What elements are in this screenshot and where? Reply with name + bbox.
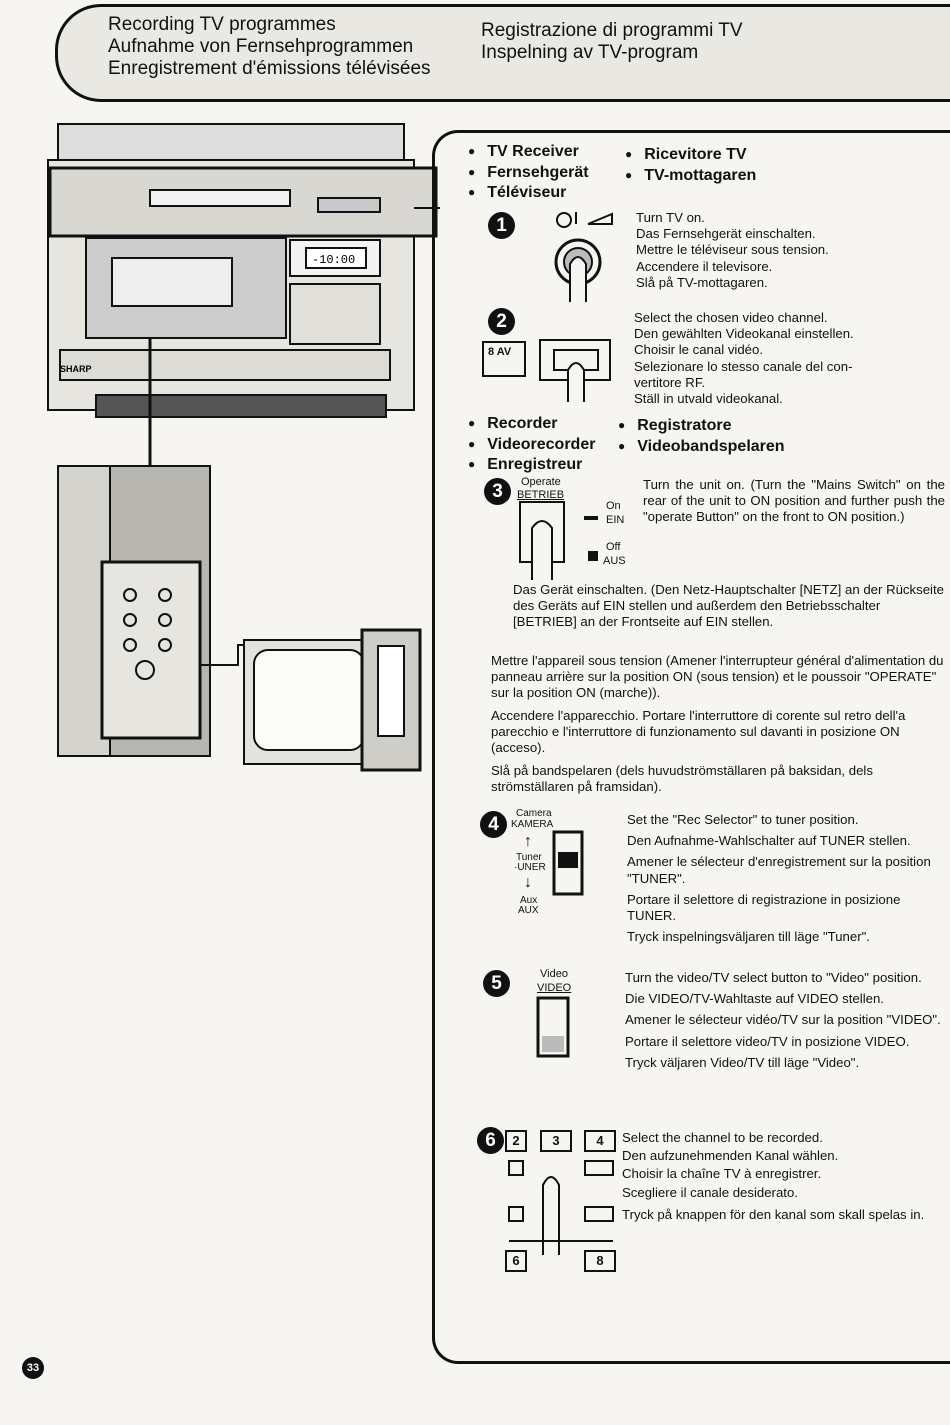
title-sv: Inspelning av TV-program: [481, 42, 699, 63]
video-caps-label: VIDEO: [537, 982, 572, 994]
recorder-left: Recorder Videorecorder Enregistreur: [468, 414, 595, 476]
channel-button-icon: [538, 336, 614, 402]
aus-label: AUS: [603, 555, 626, 567]
step-1-number: 1: [488, 212, 515, 239]
arrow-down-icon: ↓: [524, 874, 532, 891]
tv-receiver-left: TV Receiver Fernsehgerät Téléviseur: [468, 142, 589, 204]
vcr-brand: SHARP: [60, 364, 92, 374]
channel-key-4: 4: [584, 1130, 616, 1152]
bullet-tv-mottagaren: TV-mottagaren: [625, 166, 756, 187]
aux-label: Aux: [520, 895, 538, 906]
title-fr: Enregistrement d'émissions télévisées: [108, 58, 431, 79]
power-button-icon: [548, 206, 622, 302]
av-channel-badge: 8 AV: [482, 341, 526, 377]
bullet-recorder: Recorder: [468, 414, 595, 435]
step-3-it: Accendere l'apparecchio. Portare l'inter…: [491, 708, 906, 756]
video-label: Video: [540, 968, 568, 980]
step-3-fr: Mettre l'appareil sous tension (Amener l…: [491, 653, 944, 701]
step-2-number: 2: [488, 308, 515, 335]
step-3-number: 3: [484, 478, 511, 505]
bullet-videorecorder: Videorecorder: [468, 435, 595, 456]
bullet-fernsehgeraet: Fernsehgerät: [468, 163, 588, 184]
step-5-number: 5: [483, 970, 510, 997]
camera-label: Camera: [516, 808, 552, 819]
step-6-number: 6: [477, 1127, 504, 1154]
on-indicator: [584, 516, 598, 520]
channel-key-2: 2: [505, 1130, 527, 1152]
step-6-text: Select the channel to be recorded. Den a…: [622, 1130, 925, 1222]
bullet-televiseur: Téléviseur: [468, 183, 589, 204]
tuner-label: Tuner: [516, 852, 542, 863]
video-tv-switch-icon: [534, 996, 574, 1058]
step-4-number: 4: [480, 811, 507, 838]
title-de: Aufnahme von Fernsehprogrammen: [108, 36, 414, 57]
page-number: 33: [22, 1357, 44, 1379]
on-label: On: [606, 500, 621, 512]
step-3-de: Das Gerät einschalten. (Den Netz-Hauptsc…: [513, 582, 944, 630]
ein-label: EIN: [606, 514, 625, 526]
bullet-tv-receiver: TV Receiver: [468, 142, 589, 163]
channel-key-8: 8: [584, 1250, 616, 1272]
arrow-up-icon: ↑: [524, 833, 532, 850]
tv-receiver-right: Ricevitore TV TV-mottagaren: [625, 145, 756, 186]
connection-illustration: SHARP -10:00: [0, 110, 440, 790]
channel-key-3: 3: [540, 1130, 572, 1152]
title-en: Recording TV programmes: [108, 14, 336, 35]
title-it: Registrazione di programmi TV: [481, 20, 743, 41]
vcr-display: -10:00: [312, 253, 355, 267]
tv-set: [244, 630, 420, 770]
step-4-text: Set the "Rec Selector" to tuner position…: [627, 812, 931, 945]
step-3-sv: Slå på bandspelaren (dels huvudströmstäl…: [491, 763, 873, 795]
aux-caps-label: AUX: [518, 905, 539, 916]
operate-label: Operate: [521, 476, 561, 488]
channel-key-6: 6: [505, 1250, 527, 1272]
step-5-text: Turn the video/TV select button to "Vide…: [625, 970, 941, 1070]
step-3-en: Turn the unit on. (Turn the "Mains Switc…: [643, 477, 945, 525]
recorder-right: Registratore Videobandspelaren: [618, 416, 785, 458]
bullet-enregistreur: Enregistreur: [468, 455, 595, 476]
header-banner: [55, 4, 950, 102]
bullet-registratore: Registratore: [618, 416, 785, 437]
off-label: Off: [606, 541, 621, 553]
bullet-ricevitore: Ricevitore TV: [625, 145, 756, 166]
bullet-videobandspelaren: Videobandspelaren: [618, 437, 784, 458]
header-right: Registrazione di programmi TV Inspelning…: [481, 20, 743, 64]
recorder-side-view: [58, 466, 210, 756]
betrieb-label: BETRIEB: [517, 489, 565, 501]
kamera-label: KAMERA: [511, 819, 554, 830]
instruction-frame: [432, 130, 950, 1364]
tuner-caps-label: ·UNER: [514, 862, 546, 873]
off-indicator: [588, 551, 598, 561]
step-1-text: Turn TV on. Das Fernsehgerät einschalten…: [636, 210, 829, 290]
vcr-unit: [48, 124, 436, 417]
operate-switch-icon: [512, 498, 576, 580]
step-2-text: Select the chosen video channel. Den gew…: [634, 310, 854, 407]
rec-selector-switch-icon: [552, 830, 586, 896]
header-left: Recording TV programmes Aufnahme von Fer…: [108, 14, 431, 80]
channel-keys-icon: [505, 1155, 617, 1255]
